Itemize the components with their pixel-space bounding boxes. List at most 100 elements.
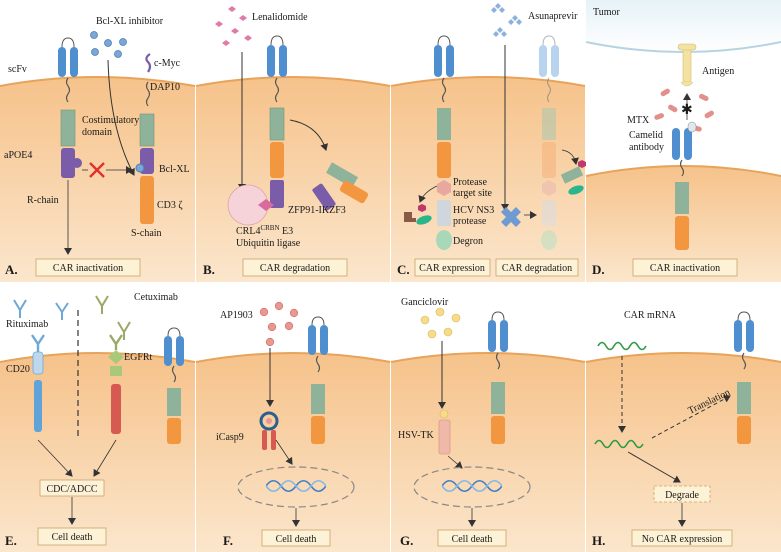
car-receptor-D: [672, 121, 697, 250]
antigen: [677, 43, 697, 87]
cell-G: [391, 353, 585, 552]
panel-letter-A: A.: [5, 262, 18, 277]
panel-letter-E: E.: [5, 533, 17, 548]
label-protease-site-1: Protease: [453, 177, 487, 188]
bclxl-inhibitor-molecules: [90, 31, 127, 58]
panel-letter-H: H.: [592, 533, 605, 548]
outcome-box-G: [437, 529, 507, 547]
degraded-fragments-B: [312, 162, 369, 211]
receptor-r-chain: [58, 37, 82, 178]
blocked-binding-icon: ✱: [681, 103, 693, 118]
cell-B: [196, 77, 390, 282]
outcome-box-C-right: [495, 258, 579, 277]
outcome-E: Cell death: [52, 532, 93, 543]
outcome-box-H: [631, 529, 733, 547]
label-apoe4: aPOE4: [4, 150, 32, 161]
label-cmyc: c-Myc: [154, 58, 181, 69]
mrna-icon-cell: [594, 439, 644, 449]
outcome-C-left: CAR expression: [419, 263, 485, 274]
tumor-D: [586, 0, 781, 52]
panel-A: Bcl-XL inhibitor scFv Costimulatory doma…: [4, 16, 190, 277]
label-camelid-2: antibody: [629, 142, 664, 153]
asunaprevir-molecules: [491, 3, 522, 37]
mid-E: CDC/ADCC: [46, 484, 97, 495]
panel-C: Asunaprevir Protease target site HCV NS3…: [397, 3, 586, 277]
outcome-box-A: [35, 258, 141, 277]
cell-A: [0, 77, 195, 282]
label-bclxl-inhibitor: Bcl-XL inhibitor: [96, 16, 164, 27]
outcome-box-B: [242, 258, 348, 277]
panel-letter-D: D.: [592, 262, 605, 277]
panel-E: Rituximab Cetuximab CD20 EGFRt: [5, 292, 184, 548]
mid-box-E: [39, 479, 105, 497]
label-camelid-1: Camelid: [629, 130, 663, 141]
block-cross-icon: [89, 162, 105, 178]
car-degradation-construct: [539, 35, 559, 250]
outcome-F: Cell death: [276, 534, 317, 545]
hsv-tk: [438, 409, 451, 455]
panel-letter-B: B.: [203, 262, 215, 277]
label-s-chain: S-chain: [131, 228, 162, 239]
outcome-B: CAR degradation: [260, 263, 330, 274]
icasp9: [259, 411, 279, 450]
label-costim-2: domain: [82, 127, 112, 138]
panel-B: Lenalidomide CRL4CRBN E3 Ubiquitin ligas…: [203, 6, 369, 277]
cell-F: [196, 353, 390, 552]
rituximab-icon: [13, 299, 69, 320]
label-egfrt: EGFRt: [124, 352, 153, 363]
outcome-box-F: [261, 529, 331, 547]
car-receptor-H: [734, 311, 754, 444]
label-lenalidomide: Lenalidomide: [252, 12, 308, 23]
car-expression-construct: [434, 35, 454, 250]
outcome-box-D: [632, 258, 738, 277]
label-e3-line2: Ubiquitin ligase: [236, 238, 301, 249]
egfrt-receptor: [108, 334, 124, 434]
outcome-A: CAR inactivation: [53, 263, 123, 274]
label-protease-site-2: target site: [453, 188, 493, 199]
label-cd3: CD3 ζ: [157, 200, 183, 211]
label-icasp9: iCasp9: [216, 432, 244, 443]
outcome-C-right: CAR degradation: [502, 263, 572, 274]
label-rituximab: Rituximab: [6, 319, 48, 330]
receptor-s-chain: [135, 53, 155, 224]
lenalidomide-molecules: [215, 6, 252, 46]
panel-letter-C: C.: [397, 262, 410, 277]
car-receptor-F: [308, 316, 328, 444]
outcome-G: Cell death: [452, 534, 493, 545]
label-mtx: MTX: [627, 115, 650, 126]
ganciclovir-molecules: [420, 307, 461, 339]
mrna-icon-top: [597, 341, 647, 351]
outcome-D: CAR inactivation: [650, 263, 720, 274]
ns3-inhibited-icon: [501, 207, 521, 227]
label-hsvtk: HSV-TK: [398, 430, 435, 441]
car-receptor-G: [488, 311, 508, 444]
panel-letter-G: G.: [400, 533, 413, 548]
label-hcv-1: HCV NS3: [453, 205, 494, 216]
label-zfp: ZFP91-IKZF3: [288, 205, 346, 216]
car-receptor-E: [164, 327, 184, 444]
label-e3-line1: CRL4CRBN E3: [236, 224, 293, 237]
label-ganciclovir: Ganciclovir: [401, 297, 449, 308]
label-hcv-2: protease: [453, 216, 487, 227]
fragments-right-C: [560, 160, 586, 195]
nucleus-F: [237, 466, 355, 508]
label-scfv: scFv: [8, 64, 27, 75]
cell-C: [391, 77, 585, 282]
label-antigen: Antigen: [702, 66, 734, 77]
fragments-left-C: [404, 204, 432, 225]
label-costim-1: Costimulatory: [82, 115, 139, 126]
label-cd20: CD20: [6, 364, 30, 375]
cell-H: [586, 353, 781, 552]
label-dap10: DAP10: [150, 82, 180, 93]
label-tumor: Tumor: [593, 7, 621, 18]
cell-E: [0, 353, 195, 552]
label-cetuximab: Cetuximab: [134, 292, 178, 303]
panel-D: Tumor Antigen ✱ MTX Camelid antibody: [592, 7, 738, 277]
outcome-box-E: [37, 527, 107, 546]
mid-box-H: [653, 485, 711, 503]
outcome-box-C-left: [414, 258, 491, 277]
label-r-chain: R-chain: [27, 195, 59, 206]
ap1903-molecules: [259, 301, 299, 347]
label-degron: Degron: [453, 236, 483, 247]
